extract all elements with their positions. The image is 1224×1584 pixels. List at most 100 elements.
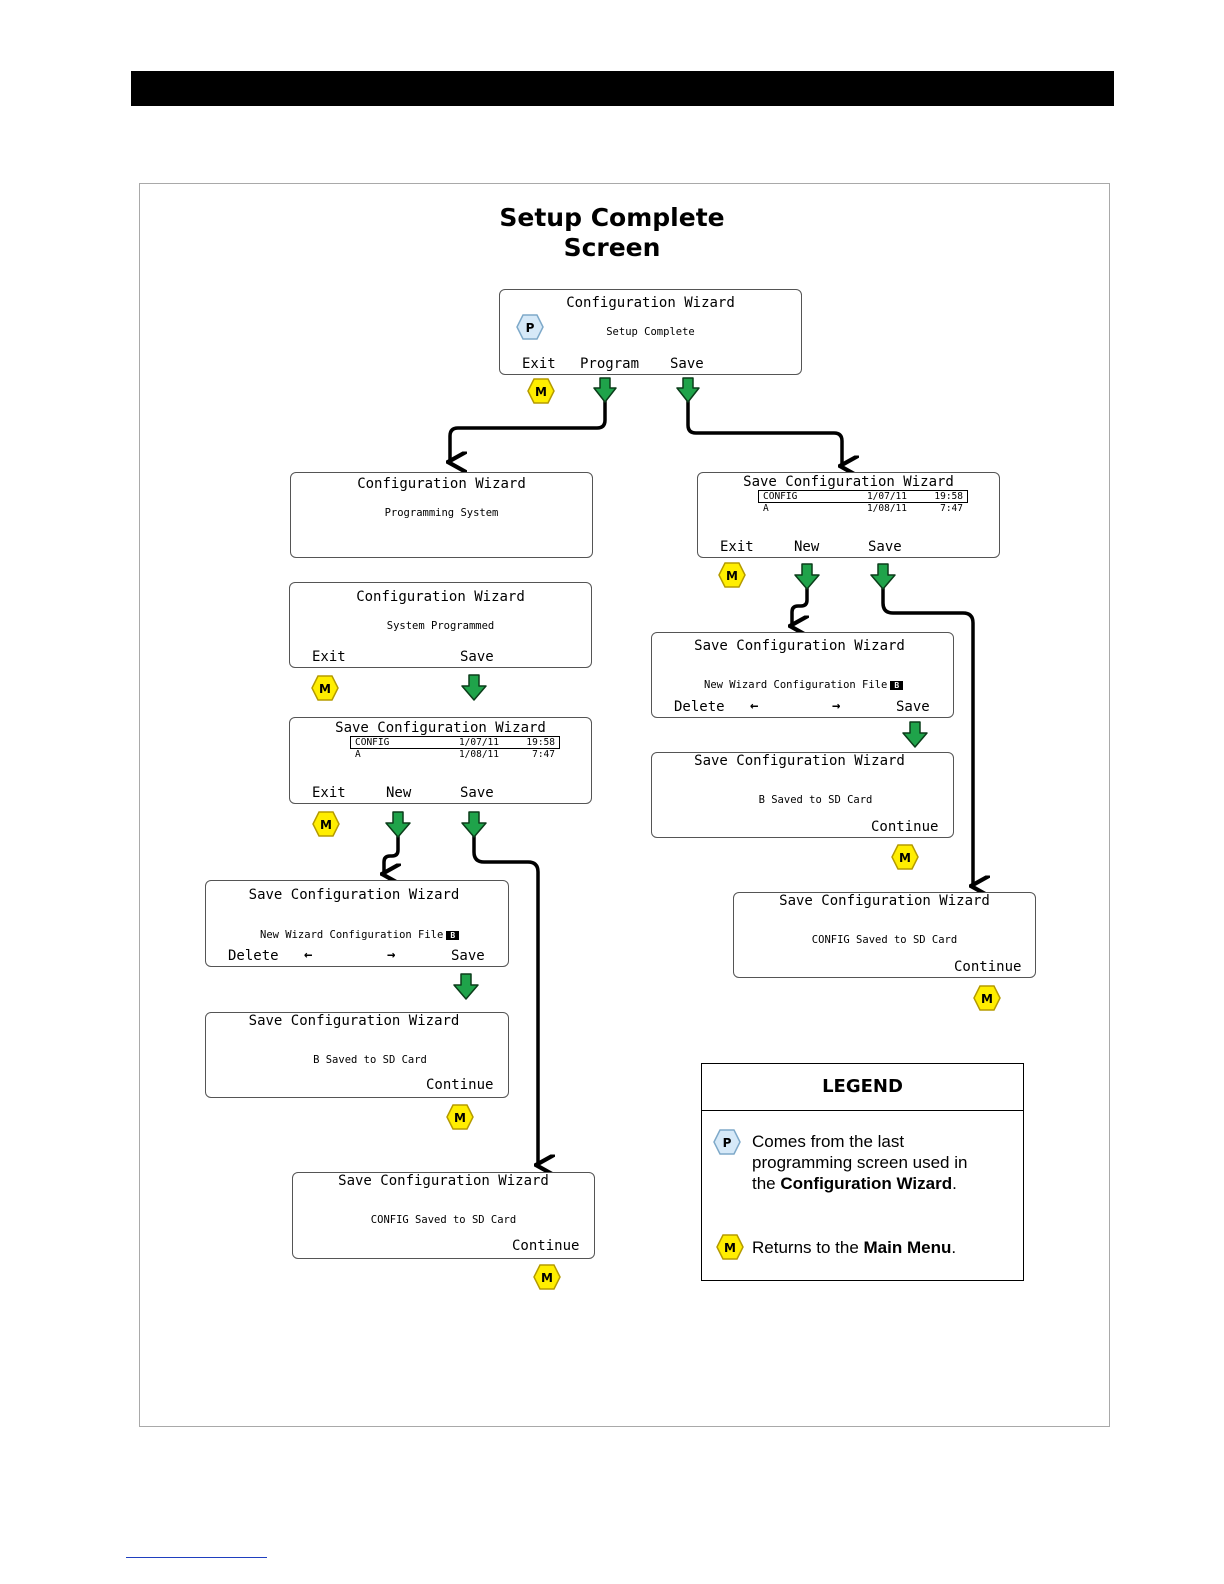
key-exit[interactable]: Exit [312,649,346,665]
key-new[interactable]: New [794,539,820,555]
key-save[interactable]: Save [460,649,494,665]
key-delete[interactable]: Delete [674,699,725,715]
green-arrow-icon [461,811,487,838]
green-arrow-icon [794,563,820,590]
screen-system-programmed: Configuration Wizard System Programmed E… [289,582,592,668]
screen-title: Save Configuration Wizard [694,753,905,769]
green-arrow-icon [676,377,700,403]
diagram-title-line2: Screen [563,233,661,262]
screen-title: Configuration Wizard [357,476,526,492]
screen-title: Configuration Wizard [566,295,735,311]
key-save[interactable]: Save [460,785,494,801]
svg-text:M: M [320,818,332,832]
screen-setup-complete: Configuration Wizard Setup Complete Exit… [499,289,802,375]
screen-new-file-left: Save Configuration Wizard New Wizard Con… [205,880,509,967]
screen-title: Save Configuration Wizard [248,1013,460,1029]
svg-text:P: P [723,1136,732,1150]
key-save[interactable]: Save [896,699,930,715]
green-arrow-icon [902,721,928,748]
svg-text:M: M [724,1241,736,1255]
key-new[interactable]: New [386,785,412,801]
key-exit[interactable]: Exit [312,785,346,801]
arrow-right-icon[interactable]: → [387,947,396,963]
main-menu-icon[interactable]: M [527,378,555,404]
green-arrow-icon [385,811,411,838]
key-exit[interactable]: Exit [522,356,556,372]
connector-program [450,400,607,462]
legend-m-icon: M [716,1234,744,1260]
footnote-rule [126,1557,267,1558]
header-bar [131,71,1114,106]
key-program[interactable]: Program [580,356,640,372]
legend-title: LEGEND [702,1064,1023,1111]
svg-text:M: M [726,569,738,583]
screen-b-saved-right: Save Configuration Wizard B Saved to SD … [651,752,954,838]
green-arrow-icon [593,377,617,403]
screen-config-saved-right: Save Configuration Wizard CONFIG Saved t… [733,892,1036,978]
legend-box: LEGEND P Comes from the last programming… [701,1063,1024,1281]
green-arrow-icon [461,674,487,701]
screen-body: CONFIG Saved to SD Card [811,934,958,946]
key-save[interactable]: Save [868,539,902,555]
svg-text:M: M [535,385,547,399]
previous-programming-icon[interactable]: P [516,314,544,340]
key-exit[interactable]: Exit [720,539,754,555]
connector-save-right [881,586,973,886]
arrow-right-icon[interactable]: → [832,698,841,714]
key-save[interactable]: Save [670,356,704,372]
connector-save-left [472,835,538,1165]
connector-save-top [686,400,842,466]
screen-body: CONFIG Saved to SD Card [370,1214,517,1226]
main-menu-icon[interactable]: M [718,562,746,588]
screen-new-file-right: Save Configuration Wizard New Wizard Con… [651,632,954,718]
key-continue[interactable]: Continue [426,1077,494,1093]
main-menu-icon[interactable]: M [312,811,340,837]
screen-b-saved-left: Save Configuration Wizard B Saved to SD … [205,1012,509,1098]
screen-body: B Saved to SD Card [313,1054,427,1066]
main-menu-icon[interactable]: M [973,985,1001,1011]
screen-title: Configuration Wizard [356,589,525,605]
screen-title: Save Configuration Wizard [338,1173,549,1189]
screen-title: Save Configuration Wizard [779,893,990,909]
figure-frame [139,183,1110,1427]
connector-new-right [792,586,807,626]
connector-new-left [384,835,398,874]
main-menu-icon[interactable]: M [533,1264,561,1290]
key-delete[interactable]: Delete [228,948,279,964]
screen-programming-system: Configuration Wizard Programming System [290,472,593,558]
svg-text:M: M [319,682,331,696]
svg-text:M: M [454,1111,466,1125]
file-letter-badge: B [446,931,460,940]
legend-p-description: Comes from the last programming screen u… [752,1132,968,1193]
legend-p-icon: P [713,1129,741,1155]
key-save[interactable]: Save [451,948,485,964]
key-continue[interactable]: Continue [954,959,1022,975]
diagram-title-line1: Setup Complete [499,203,725,232]
screen-body: B Saved to SD Card [758,794,873,806]
arrow-left-icon[interactable]: ← [750,698,759,714]
screen-body: System Programmed [386,620,495,632]
main-menu-icon[interactable]: M [311,675,339,701]
main-menu-icon[interactable]: M [446,1104,474,1130]
screen-title: Save Configuration Wizard [248,887,460,903]
svg-text:P: P [526,321,535,335]
arrow-left-icon[interactable]: ← [304,947,313,963]
screen-config-saved-left: Save Configuration Wizard CONFIG Saved t… [292,1172,595,1259]
key-continue[interactable]: Continue [871,819,939,835]
main-menu-icon[interactable]: M [891,844,919,870]
file-letter-badge: B [890,681,904,690]
screen-title: Save Configuration Wizard [694,638,905,654]
green-arrow-icon [453,973,479,1000]
key-continue[interactable]: Continue [512,1238,580,1254]
